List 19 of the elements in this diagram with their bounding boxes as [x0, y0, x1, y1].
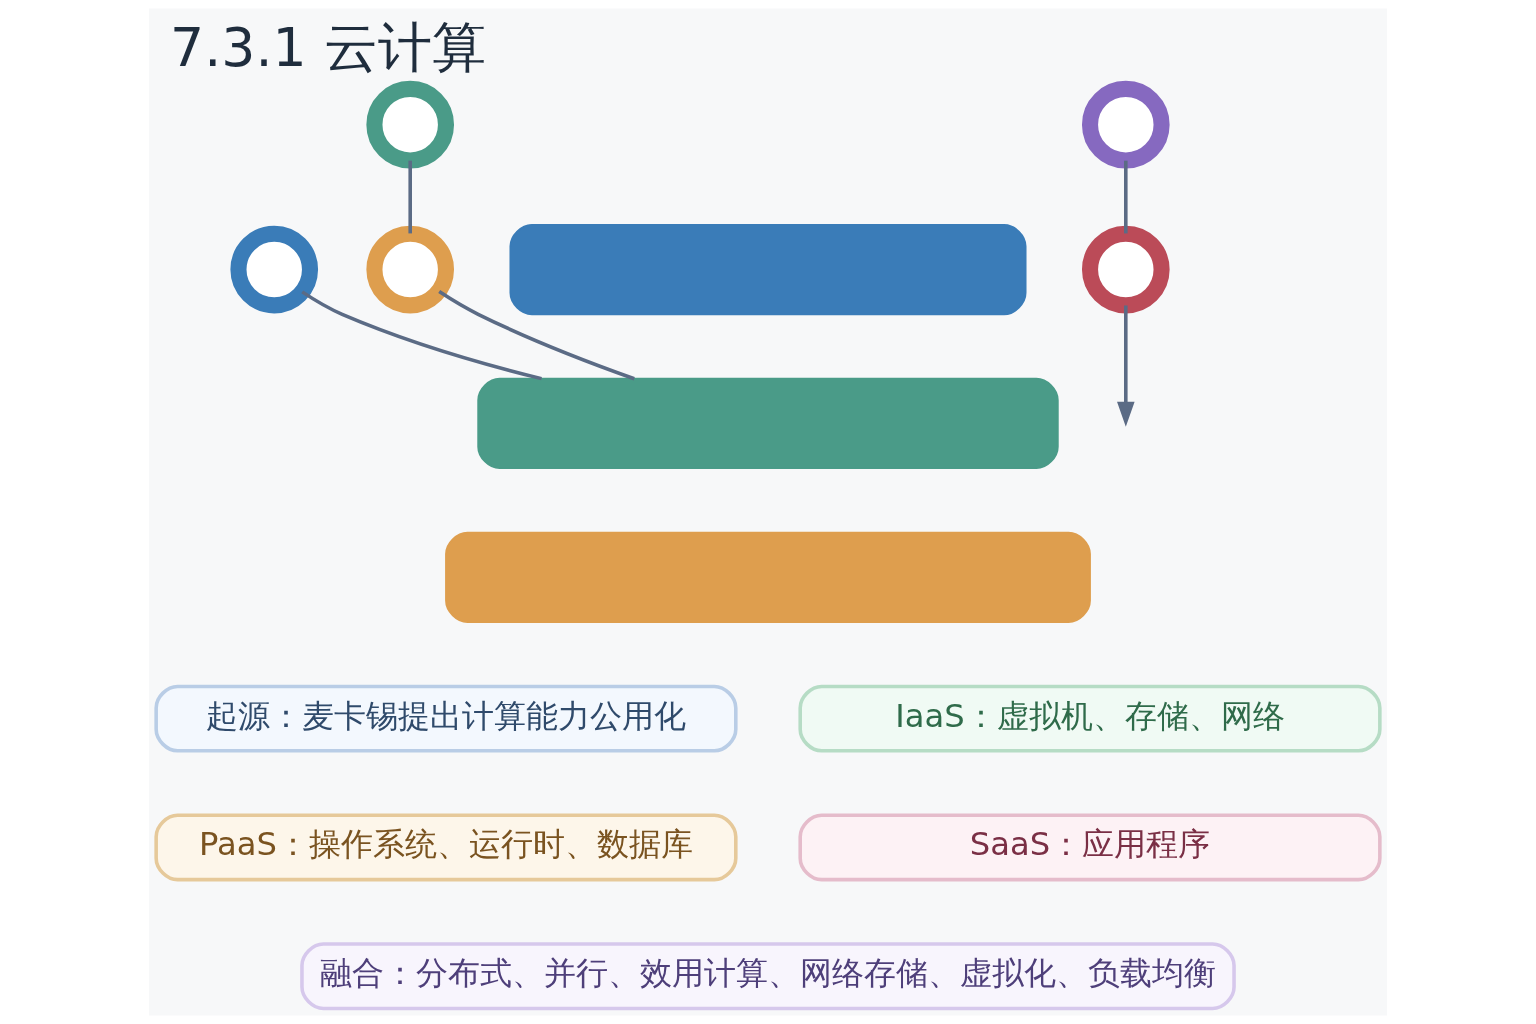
node-box: SaaS：应用程序: [798, 813, 1382, 882]
node-circle: [366, 80, 455, 169]
connector: [1124, 160, 1128, 234]
arrow: [1117, 305, 1135, 427]
node-circle: [366, 225, 455, 314]
node-box: 融合：分布式、并行、效用计算、网络存储、虚拟化、负载均衡: [300, 942, 1236, 1011]
node-bar: [445, 531, 1091, 623]
node-box: PaaS：操作系统、运行时、数据库: [154, 813, 738, 882]
node-circle: [230, 225, 319, 314]
node-box: IaaS：虚拟机、存储、网络: [798, 684, 1382, 753]
connector: [301, 290, 542, 381]
diagram-title: 7.3.1 云计算: [170, 15, 486, 79]
connector: [408, 160, 412, 234]
connector: [438, 290, 635, 381]
node-circle: [1081, 80, 1170, 169]
node-bar: [509, 223, 1027, 316]
node-box: 起源：麦卡锡提出计算能力公用化: [154, 684, 738, 753]
node-circle: [1081, 225, 1170, 314]
node-bar: [477, 377, 1059, 470]
